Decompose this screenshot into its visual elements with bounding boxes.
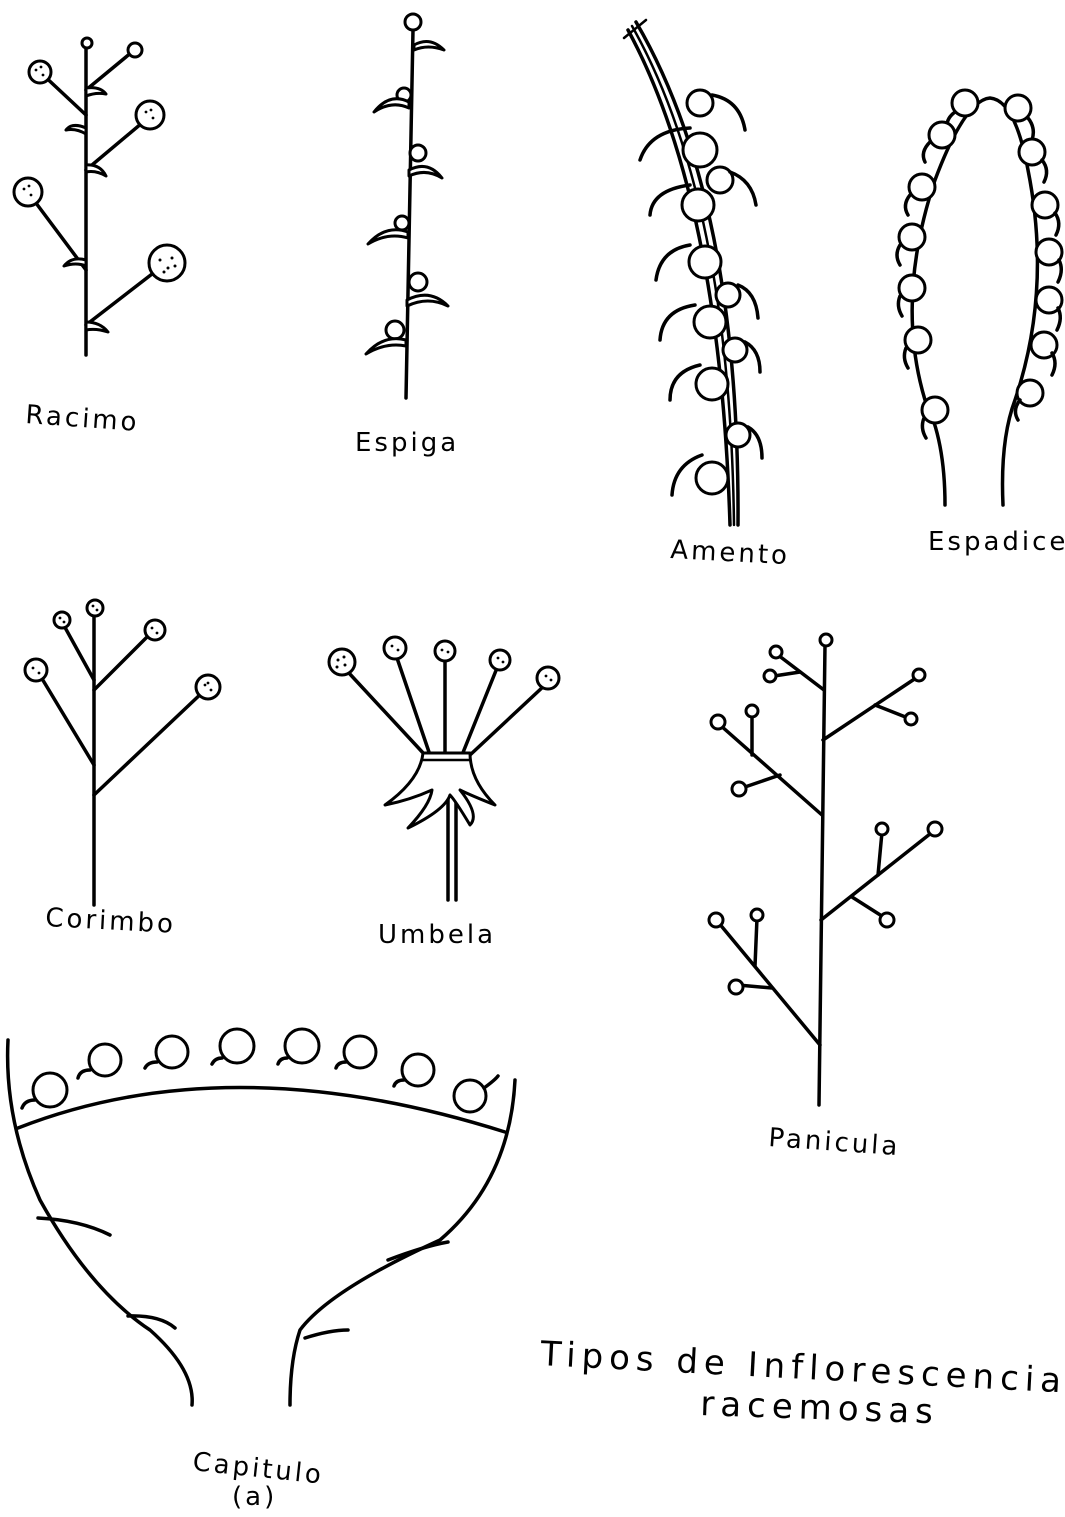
- racimo-drawing: [14, 38, 185, 355]
- umbela-drawing: [329, 637, 559, 900]
- capitulo-drawing: [8, 1029, 515, 1405]
- panicula-drawing: [709, 634, 942, 1105]
- umbela-label: Umbela: [378, 920, 496, 950]
- racimo-label: Racimo: [25, 400, 141, 438]
- panicula-label: Panicula: [768, 1123, 902, 1162]
- capitulo-note: (a): [232, 1482, 277, 1512]
- diagram-title-line2: racemosas: [700, 1384, 940, 1432]
- espadice-drawing: [897, 90, 1062, 505]
- espiga-label: Espiga: [355, 428, 459, 458]
- corimbo-drawing: [25, 600, 220, 905]
- espiga-drawing: [366, 14, 448, 398]
- amento-drawing: [624, 20, 762, 525]
- amento-label: Amento: [670, 535, 791, 571]
- espadice-label: Espadice: [928, 527, 1065, 557]
- corimbo-label: Corimbo: [45, 903, 177, 940]
